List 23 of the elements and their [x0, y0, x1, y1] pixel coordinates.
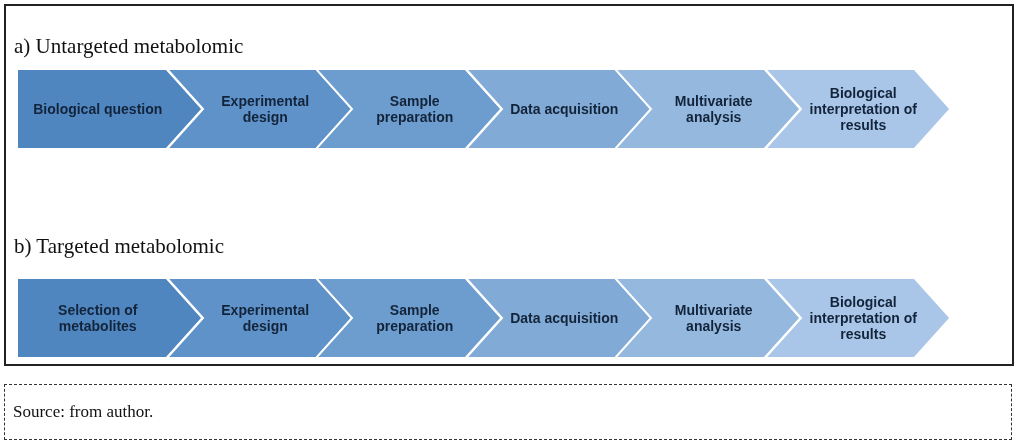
step-label: Experimental design	[220, 91, 311, 127]
chevron-step	[465, 278, 651, 358]
section-title: a) Untargeted metabolomic	[14, 34, 244, 59]
section-title: b) Targeted metabolomic	[14, 234, 225, 259]
chevron-step	[316, 69, 502, 149]
step-label: Data acquisition	[509, 99, 620, 119]
step-label: Experimental design	[220, 300, 311, 336]
step-label: Biological interpretation of results	[808, 292, 918, 345]
step-label: Biological interpretation of results	[808, 83, 918, 136]
chevron-step	[166, 278, 352, 358]
source-note: Source: from author.	[13, 402, 154, 422]
chevron-step	[764, 69, 950, 149]
step-label: Biological question	[32, 99, 164, 119]
step-label: Multivariate analysis	[673, 91, 754, 127]
chevron-step	[465, 69, 651, 149]
step-label: Selection of metabolites	[57, 300, 139, 336]
step-label: Multivariate analysis	[673, 300, 754, 336]
chevron-step	[166, 69, 352, 149]
chevron-step	[316, 278, 502, 358]
chevron-step	[764, 278, 950, 358]
step-label: Sample preparation	[375, 91, 455, 127]
step-label: Sample preparation	[375, 300, 455, 336]
step-label: Data acquisition	[509, 308, 620, 328]
